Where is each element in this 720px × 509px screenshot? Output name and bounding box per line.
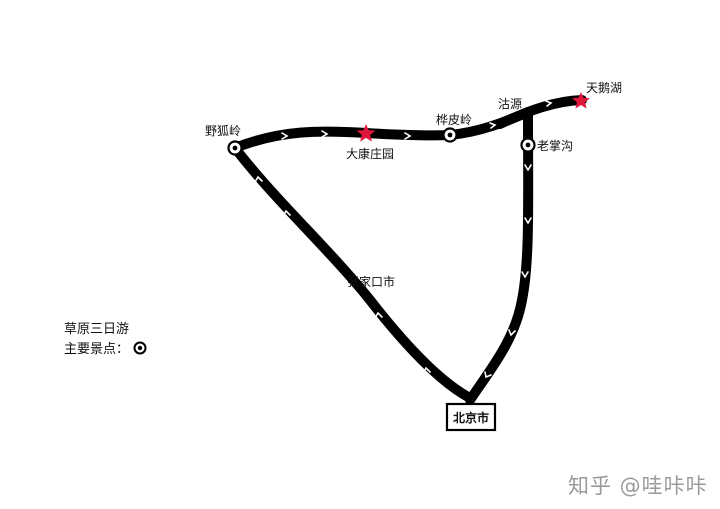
label-huapiling: 桦皮岭 xyxy=(436,112,472,127)
route-lines xyxy=(230,95,587,405)
direction-arrows xyxy=(254,100,553,379)
arrow xyxy=(281,132,289,140)
label-tianehu: 天鹅湖 xyxy=(586,80,622,95)
label-zhangjiakou: 张家口市 xyxy=(347,274,395,289)
label-laozhanggou: 老掌沟 xyxy=(537,139,573,153)
route-zhangjiakou-yehuling xyxy=(230,143,475,403)
arrow xyxy=(254,175,263,183)
arrow xyxy=(524,217,532,225)
arrow xyxy=(321,130,329,138)
arrow xyxy=(374,311,383,319)
arrow xyxy=(524,164,532,172)
route-yehuling-guyuan xyxy=(230,107,533,153)
label-beijing: 北京市 xyxy=(453,410,489,425)
route-guyuan-tianehu xyxy=(495,95,587,129)
arrow xyxy=(489,122,497,129)
arrow xyxy=(422,366,431,374)
star-icon xyxy=(356,124,376,142)
arrow xyxy=(282,209,291,217)
watermark: 知乎 @哇咔咔 xyxy=(568,474,708,498)
label-yehuling: 野狐岭 xyxy=(205,124,241,138)
arrow xyxy=(484,371,492,379)
star-icon xyxy=(572,92,590,109)
legend-main-spots: 主要景点： xyxy=(64,342,130,357)
route-beijing-laozhanggou xyxy=(465,107,534,405)
legend-title: 草原三日游 xyxy=(64,322,130,337)
arrow xyxy=(404,132,412,140)
label-dakang: 大康庄园 xyxy=(346,146,394,161)
arrow xyxy=(521,271,529,279)
arrow xyxy=(320,255,329,263)
beijing-box xyxy=(445,402,497,432)
legend-row: 主要景点： xyxy=(64,338,147,357)
spot-huapiling xyxy=(442,127,458,143)
arrow xyxy=(508,329,516,337)
spot-yehuling xyxy=(227,140,243,156)
label-guyuan: 沽源 xyxy=(498,97,522,111)
spot-laozhanggou xyxy=(520,137,536,153)
arrow xyxy=(545,100,553,107)
ring-dot-icon xyxy=(133,341,147,354)
